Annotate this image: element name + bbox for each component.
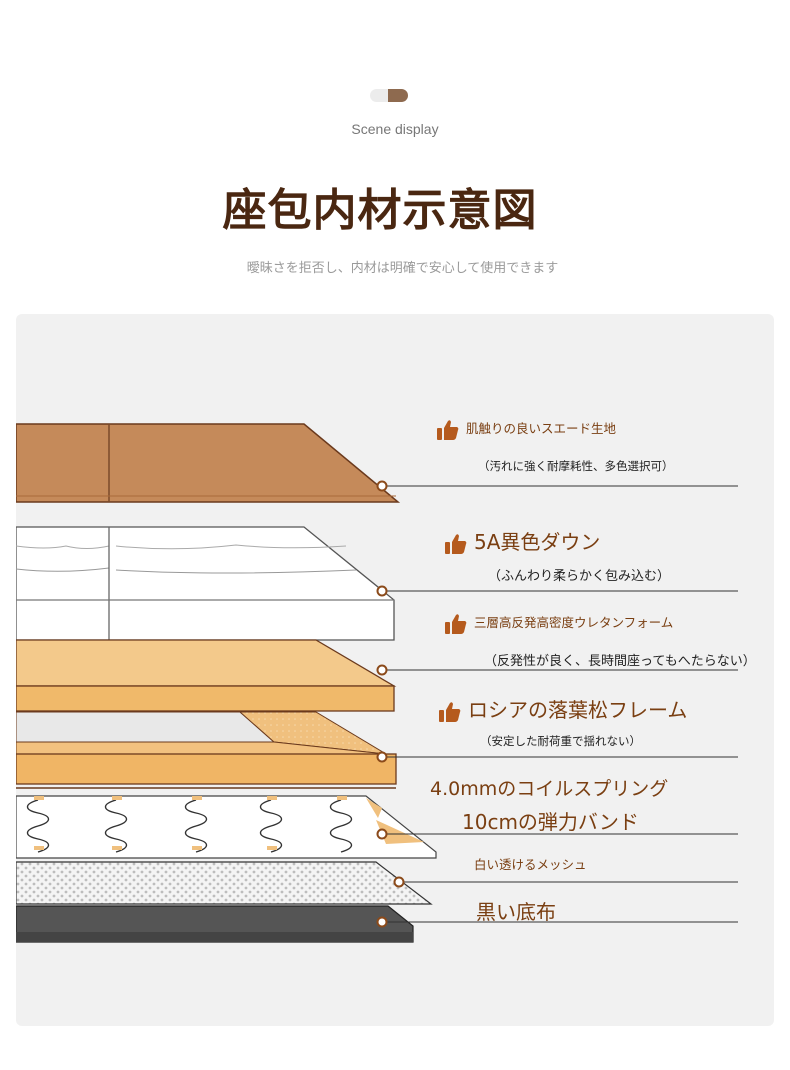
- layer-note-down: （ふんわり柔らかく包み込む）: [488, 569, 671, 584]
- urethane-foam-layer: [16, 639, 397, 712]
- coil-spring-layer: [16, 795, 437, 859]
- marker-dots: [376, 480, 405, 928]
- black-base-cloth-layer: [16, 905, 414, 943]
- thumbs-up-icon: [437, 419, 459, 440]
- slide-indicator: [370, 89, 408, 102]
- seat-layer-diagram: [16, 423, 738, 943]
- layer-note-frame: （安定した耐荷重で揺れない）: [480, 734, 641, 748]
- mesh-layer: [16, 861, 433, 905]
- layer-note-foam: （反発性が良く、長時間座ってもへたらない）: [484, 654, 756, 669]
- layer-label-frame: ロシアの落葉松フレーム: [438, 694, 687, 723]
- slide-indicator-active: [388, 89, 408, 102]
- layer-note-suede: （汚れに強く耐摩耗性、多色選択可）: [478, 459, 674, 473]
- leader-lines: [382, 485, 738, 923]
- layer-name: ロシアの落葉松フレーム: [468, 698, 688, 722]
- thumbs-up-icon: [439, 701, 461, 722]
- page-title: 座包内材示意図: [222, 185, 538, 236]
- layer-label-foam: 三層高反発高密度ウレタンフォーム: [444, 612, 673, 635]
- tagline: 曖昧さを拒否し、内材は明確で安心して使用できます: [246, 261, 559, 276]
- scene-label: Scene display: [351, 121, 439, 137]
- layer-name: 5A異色ダウン: [474, 530, 601, 554]
- layer-label-base-cloth: 黒い底布: [476, 900, 556, 924]
- thumbs-up-icon: [445, 533, 467, 554]
- layer-label-elastic-band: 10cmの弾力バンド: [462, 810, 639, 834]
- layer-label-suede: 肌触りの良いスエード生地: [436, 418, 616, 441]
- diagram-panel: 肌触りの良いスエード生地 （汚れに強く耐摩耗性、多色選択可） 5A異色ダウン （…: [16, 314, 774, 1026]
- layer-label-mesh: 白い透けるメッシュ: [474, 857, 587, 872]
- slide-indicator-inactive: [370, 89, 390, 102]
- thumbs-up-icon: [445, 613, 467, 634]
- down-fill-layer: [16, 526, 395, 641]
- layer-name: 三層高反発高密度ウレタンフォーム: [474, 615, 674, 630]
- larch-frame-layer: [16, 711, 397, 789]
- suede-fabric-layer: [16, 423, 401, 503]
- layer-name: 肌触りの良いスエード生地: [466, 421, 617, 436]
- layer-label-down: 5A異色ダウン: [444, 526, 600, 555]
- layer-label-coil-spring: 4.0mmのコイルスプリング: [430, 778, 669, 800]
